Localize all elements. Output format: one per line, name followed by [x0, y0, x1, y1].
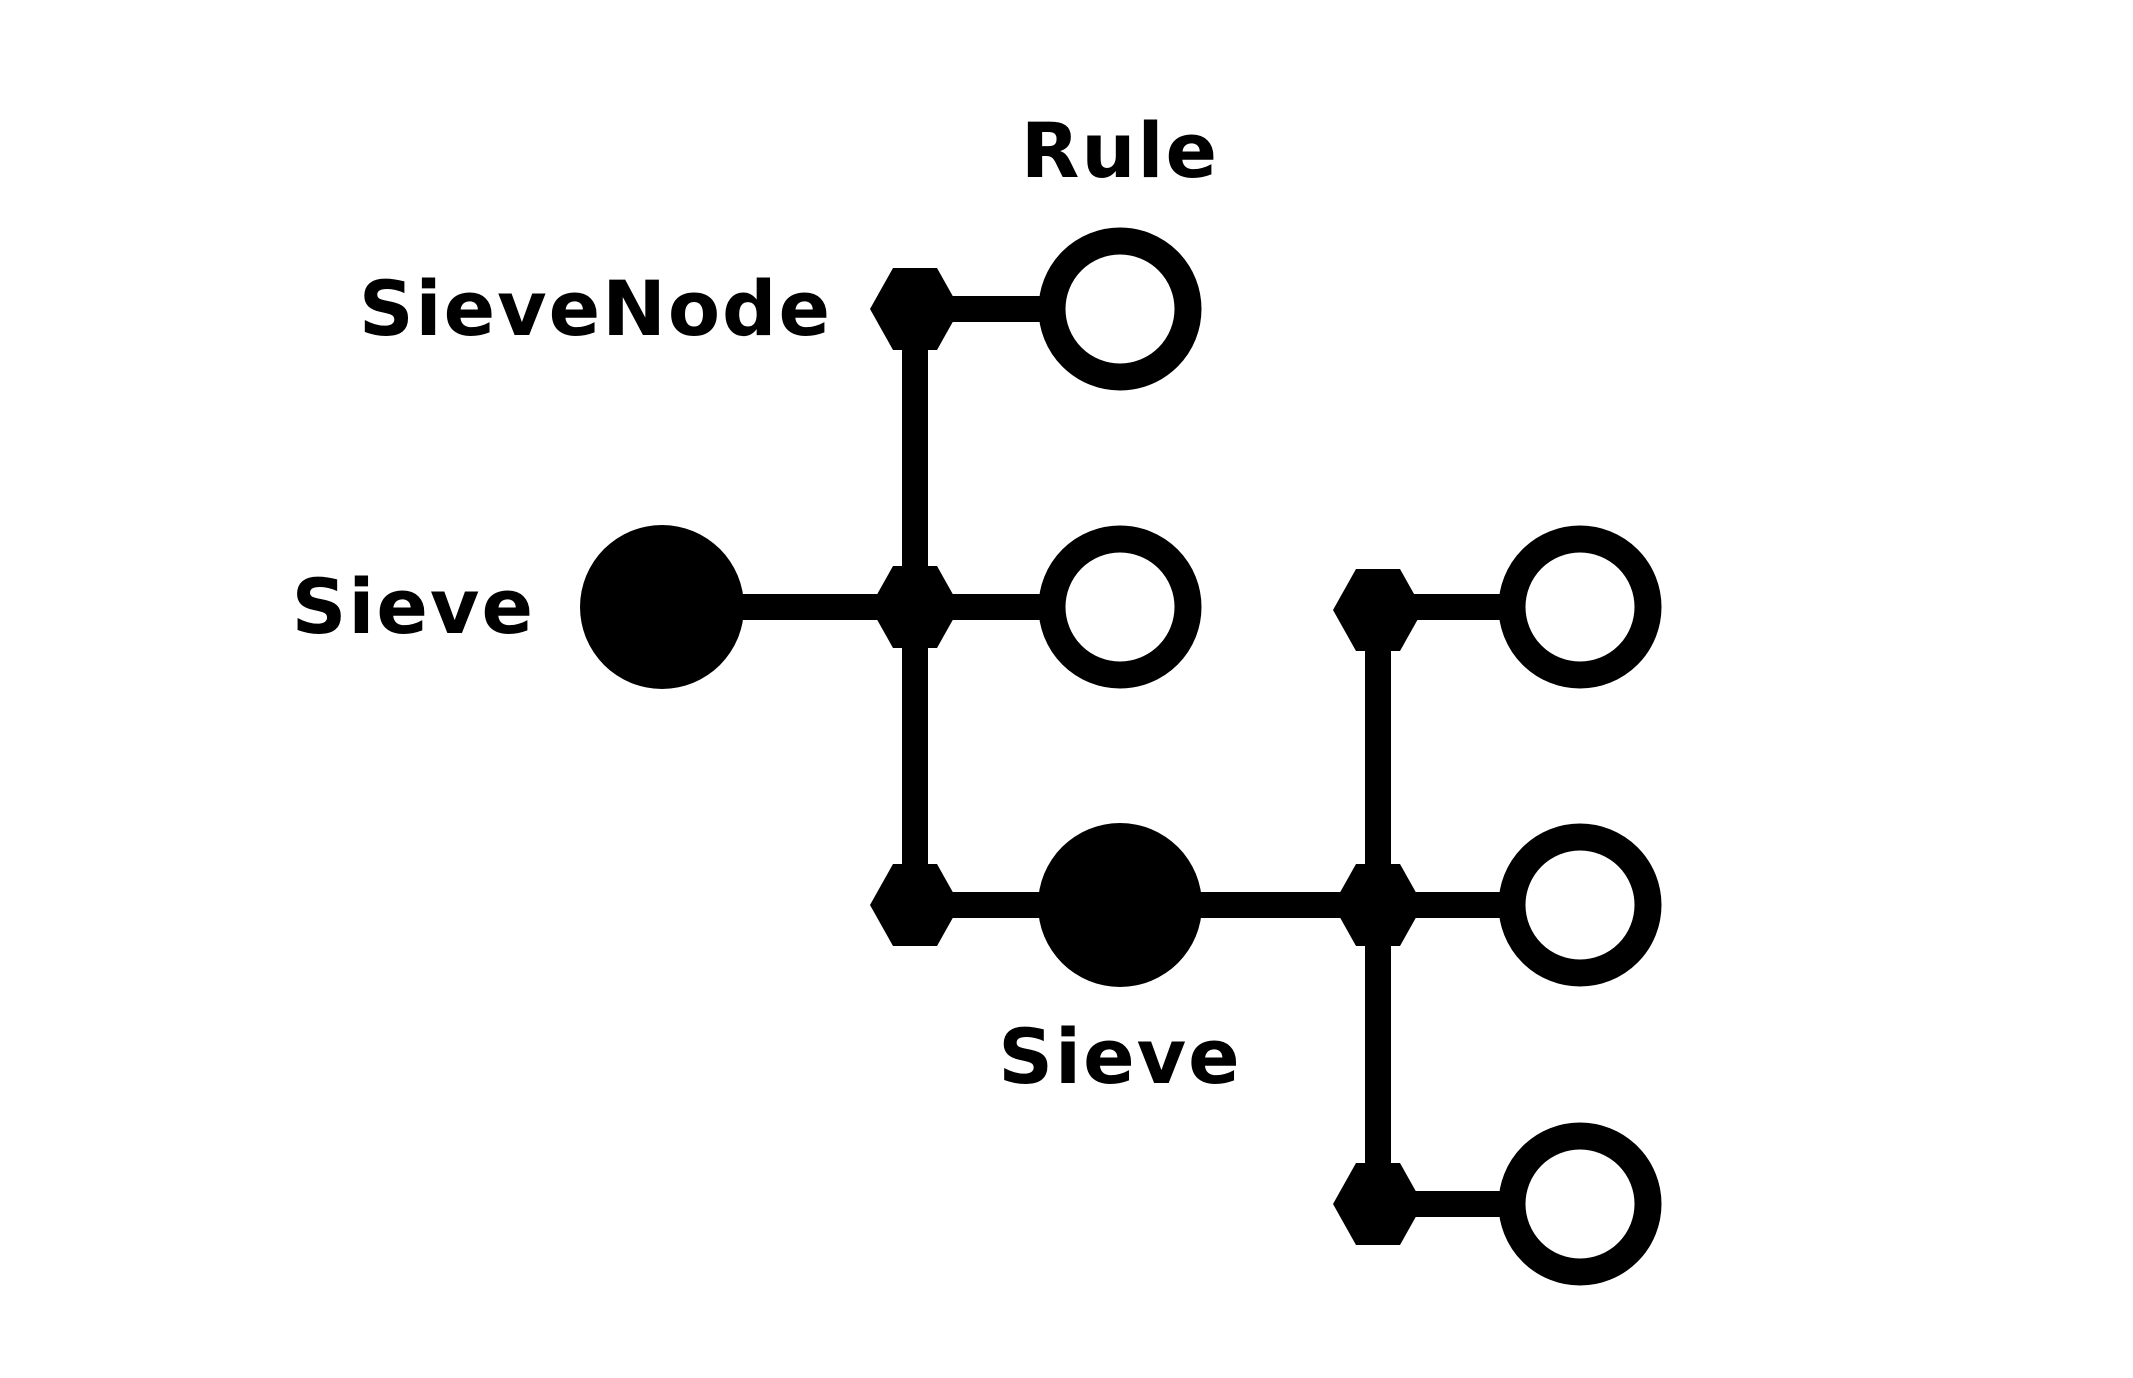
sieve-node-hexagon [870, 268, 960, 350]
sieve-node-hexagon [1333, 569, 1423, 651]
sieve-nodes [870, 268, 1423, 1245]
rule-circle [1498, 823, 1662, 987]
rule-circle [1498, 1122, 1662, 1286]
sieve-left-label: Sieve [292, 562, 535, 651]
sieve-node-label: SieveNode [359, 264, 832, 353]
sieve-node-hexagon [1333, 864, 1423, 946]
rule-label: Rule [1021, 106, 1219, 195]
sieve-circle-left [580, 525, 744, 689]
rule-circle [1038, 525, 1202, 689]
sieve-node-hexagon [1333, 1163, 1423, 1245]
sieve-bottom-label: Sieve [998, 1012, 1241, 1101]
rules [1038, 227, 1662, 1286]
rule-circle [1038, 227, 1202, 391]
rule-circle [1498, 525, 1662, 689]
labels: Rule SieveNode Sieve Sieve [292, 106, 1241, 1101]
sieve-node-hexagon [870, 864, 960, 946]
sieves [580, 525, 1202, 987]
sieve-circle-bottom [1038, 823, 1202, 987]
sieve-node-hexagon [870, 566, 960, 648]
